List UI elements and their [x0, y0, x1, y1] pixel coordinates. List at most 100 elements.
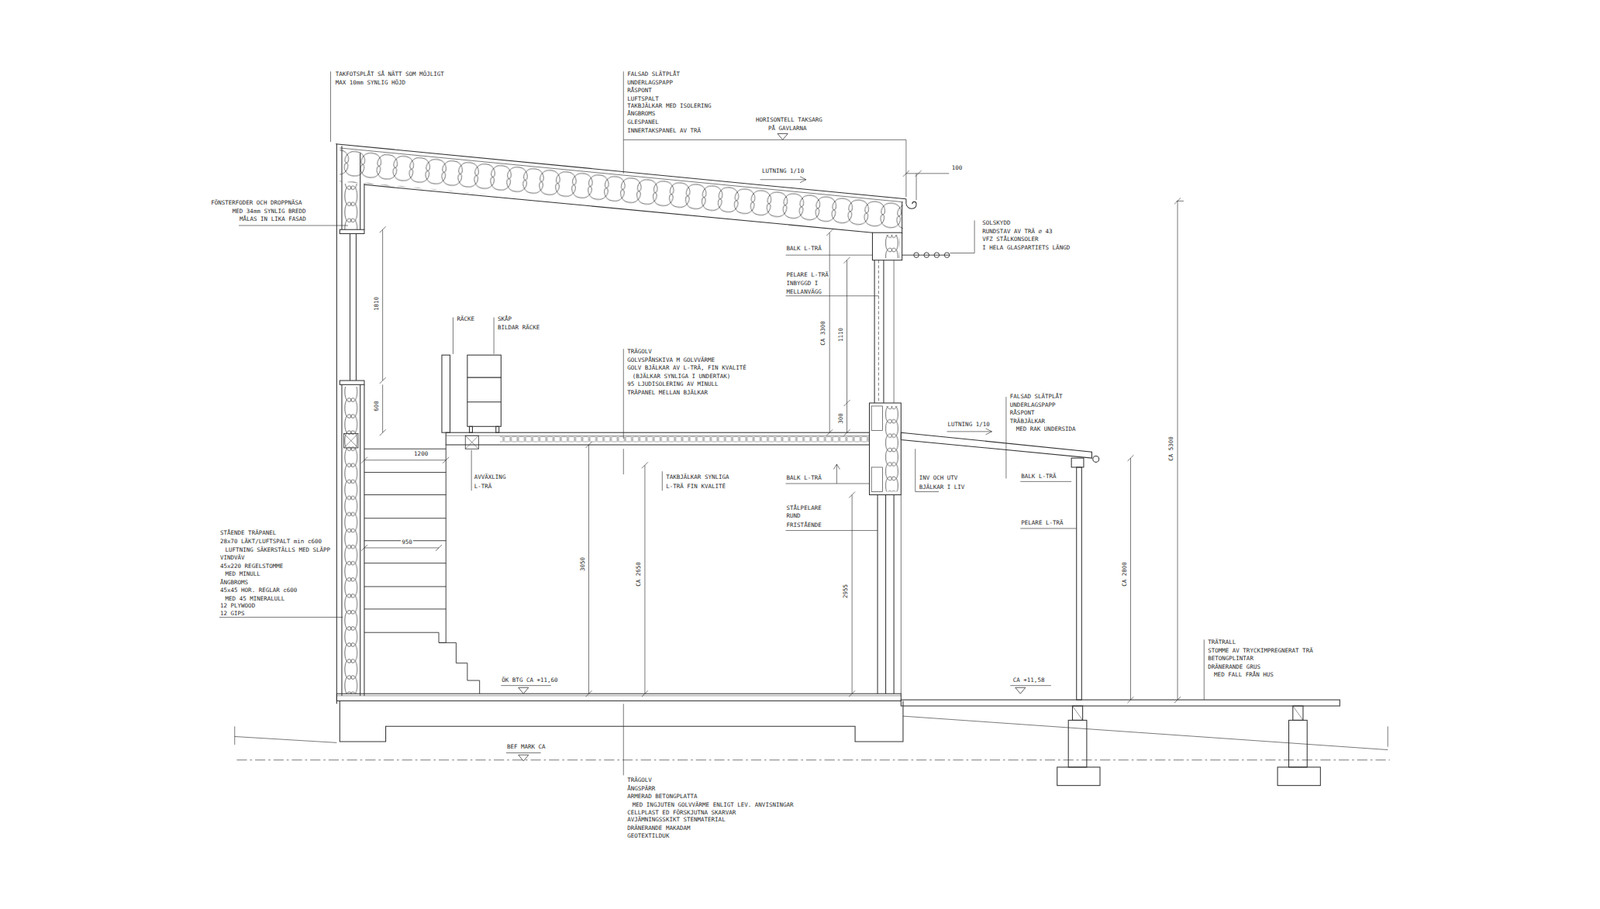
annotation-text: PÅ GAVLARNA — [767, 125, 808, 132]
annotation-text: BALK L-TRÄ — [786, 475, 823, 482]
annotation-text: MÅLAS IN LIKA FASAD — [238, 216, 307, 223]
annotation-text: L-TRÄ FIN KVALITÉ — [665, 483, 727, 490]
annotation-text: ÖK BTG CA +11,60 — [500, 677, 559, 684]
annotation-text: CELLPLAST ED FÖRSKJUTNA SKARVAR — [626, 810, 737, 817]
annotation-text: MED FALL FRÅN HUS — [1213, 672, 1275, 679]
leader-lines — [219, 71, 1204, 776]
annotation-text: GOLVSPÅNSKIVA M GOLVVÄRME — [626, 357, 716, 364]
annotation-text: 1200 — [413, 451, 429, 458]
annotation-text: BJÄLKAR I LIV — [918, 484, 966, 491]
annotation-text: TAKFOTSPLÅT SÅ NÄTT SOM MÖJLIGT — [334, 71, 445, 78]
annotation-text: TRÄPANEL MELLAN BJÄLKAR — [626, 389, 709, 397]
annotation-text: MED INGJUTEN GOLVVÄRME ENLIGT LEV. ANVIS… — [631, 802, 795, 809]
annotation-text: FRISTÅENDE — [786, 522, 823, 529]
annotation-text: 95 LJUDISOLERING AV MINULL — [626, 381, 719, 388]
dimension-value: 300 — [837, 412, 845, 425]
annotation-text: DRÄNERANDE MAKADAM — [626, 825, 691, 832]
annotation-text: ÅNGBROMS — [626, 110, 656, 118]
sun-shading — [902, 252, 951, 259]
annotation-text: 950 — [400, 539, 414, 546]
annotation-text: INNERTAKSPANEL AV TRÄ — [626, 127, 702, 135]
annotation-text: SKÅP — [496, 316, 513, 323]
annotation-text: FÖNSTERFODER OCH DROPPNÄSA — [210, 200, 303, 207]
annotation-text: 45x45 HOR. REGLAR c600 — [219, 587, 298, 594]
annotation-text: VINDVÄV — [219, 555, 246, 562]
annotation-text: UNDERLAGSPAPP — [626, 79, 674, 87]
annotation-text: LUFTSPALT — [626, 96, 660, 103]
annotation-text: FALSAD SLÄTPLÅT — [1009, 393, 1064, 400]
annotation-text: MED RAK UNDERSIDA — [1015, 426, 1077, 433]
annotation-text: PELARE L-TRÄ — [786, 272, 830, 279]
annotation-text: 100 — [951, 165, 964, 172]
dimension-value: 2955 — [842, 583, 849, 600]
dimension-value: CA 3300 — [820, 320, 828, 348]
dimension-lines — [361, 170, 1181, 704]
annotation-text: RÅSPONT — [1009, 410, 1036, 417]
annotation-text: VFZ STÅLKONSOLER — [981, 236, 1039, 243]
dimension-value: CA 5300 — [1168, 435, 1175, 463]
annotation-text: DRÄNERANDE GRUS — [1206, 664, 1262, 671]
roof — [335, 144, 917, 235]
annotation-text: AVJÄMNINGSSKIKT STENMATERIAL — [626, 817, 726, 824]
foundation — [234, 693, 1390, 761]
annotation-text: INBYGGD I — [786, 280, 820, 287]
level-markers — [518, 134, 1026, 763]
annotation-text: STOMME AV TRYCKIMPREGNERAT TRÄ — [1206, 648, 1314, 655]
annotation-text: UNDERLAGSPAPP — [1009, 402, 1057, 409]
annotation-text: ARMERAD BETONGPLATTA — [626, 793, 698, 800]
annotation-text: LUTNING 1/10 — [761, 168, 805, 175]
annotation-text: STÅLPELARE — [786, 505, 823, 512]
annotation-text: STÅENDE TRÄPANEL — [219, 530, 277, 537]
annotation-text: 45x220 REGELSTOMME — [219, 563, 284, 570]
annotation-text: BALK L-TRÄ — [786, 245, 823, 252]
left-wall — [336, 144, 365, 705]
annotation-text: I HELA GLASPARTIETS LÄNGD — [981, 244, 1071, 252]
annotation-text: RUNDSTAV AV TRÄ ⌀ 43 — [981, 228, 1053, 235]
annotation-text: BETONGPLINTAR — [1206, 655, 1255, 663]
annotation-text: L-TRÄ — [473, 483, 494, 490]
annotation-text: BEF MARK CA — [506, 744, 547, 751]
porch — [900, 432, 1340, 786]
annotation-text: TRÄTRALL — [1206, 639, 1237, 646]
annotation-text: INV OCH UTV — [918, 475, 959, 482]
annotation-text: TRÄBJÄLKAR — [1009, 418, 1046, 425]
dimension-value: CA 2650 — [635, 561, 642, 588]
annotation-text: GOLV BJÄLKAR AV L-TRÄ, FIN KVALITÉ — [626, 365, 748, 372]
annotation-text: CA +11,58 — [1012, 677, 1046, 684]
dimension-value: 1110 — [837, 327, 845, 343]
dimension-value: CA 2800 — [1121, 561, 1128, 588]
annotation-text: ÅNGSPÄRR — [626, 786, 656, 793]
annotation-text: ÅNGBROMS — [219, 579, 249, 587]
annotation-text: 12 PLYWOOD — [219, 603, 256, 610]
annotation-text: TAKBJÄLKAR MED ISOLERING — [626, 103, 712, 110]
annotation-text: SOLSKYDD — [981, 220, 1011, 227]
dimension-value: 600 — [373, 400, 380, 413]
annotation-text: FALSAD SLÄTPLÅT — [626, 71, 681, 78]
annotation-text: GLESPANEL — [626, 119, 660, 126]
annotation-text: HORISONTELL TAKSARG — [755, 117, 824, 124]
right-wall — [869, 232, 903, 694]
dimension-value: 3050 — [579, 556, 587, 573]
annotation-text: MELLANVÄGG — [786, 289, 823, 296]
annotation-text: GEOTEXTILDUK — [626, 833, 670, 840]
annotation-text: PELARE L-TRÄ — [1020, 520, 1064, 527]
annotation-text: MED 34mm SYNLIG BREDD — [231, 208, 307, 215]
annotation-text: AVVÄXLING — [473, 474, 507, 481]
annotation-text: LUTNING 1/10 — [947, 421, 991, 428]
annotation-text: TAKBJÄLKAR SYNLIGA — [665, 474, 730, 481]
annotation-text: 28x70 LÄKT/LUFTSPALT min c600 — [219, 538, 323, 545]
annotation-text: MED 45 MINERALULL — [224, 596, 287, 603]
annotation-text: RUND — [786, 513, 802, 520]
annotation-text: LUFTNING SÄKERSTÄLLS MED SLÄPP — [224, 547, 332, 554]
annotation-text: MAX 10mm SYNLIG HÖJD — [334, 79, 407, 87]
annotation-text: TRÄGOLV — [626, 777, 653, 784]
annotation-text: RÅSPONT — [626, 87, 653, 94]
dimension-value: 1810 — [373, 296, 380, 312]
annotation-text: RÄCKE — [455, 316, 476, 323]
annotation-text: 12 GIPS — [219, 610, 246, 618]
mezzanine-floor — [441, 355, 870, 449]
annotation-text: BILDAR RÄCKE — [496, 324, 541, 332]
